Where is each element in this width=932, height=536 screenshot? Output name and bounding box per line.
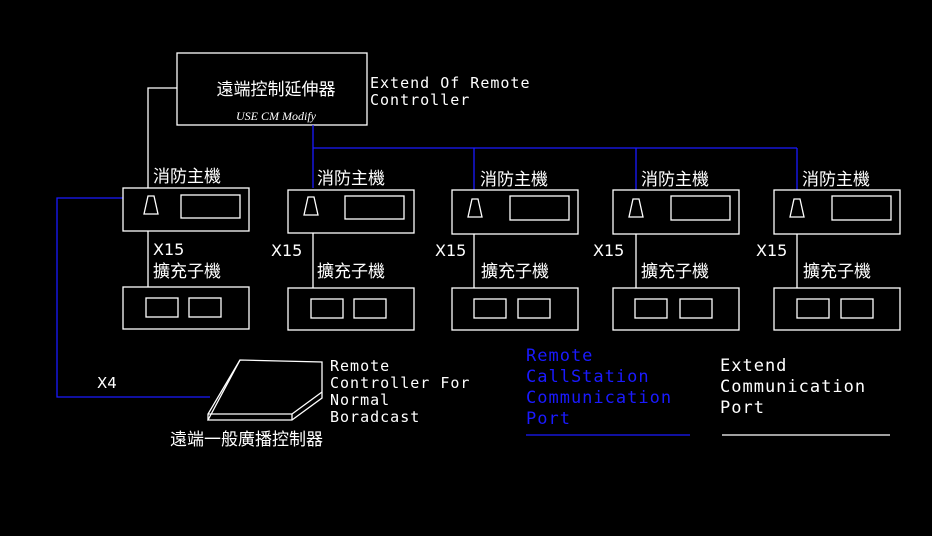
mic-icon (143, 195, 159, 215)
remote-callstation-link (56, 197, 210, 398)
main-label: 消防主機 (802, 170, 870, 190)
remote-controller (206, 359, 323, 421)
legend-white-line-3: Port (720, 398, 765, 418)
main-label: 消防主機 (153, 167, 221, 187)
legend-blue: Remote CallStation Communication Port (526, 346, 690, 436)
expansion-label: 擴充子機 (641, 262, 709, 282)
remote-label: 遠端一般廣播控制器 (170, 430, 323, 450)
remote-caption-3: Normal (330, 391, 390, 409)
mic-icon (303, 196, 319, 216)
expansion-label: 擴充子機 (317, 262, 385, 282)
fire-main-panel (773, 189, 901, 235)
main-label: 消防主機 (317, 169, 385, 189)
multiplier: X15 (153, 240, 184, 259)
expansion-unit (773, 287, 901, 331)
remote-multiplier: X4 (97, 374, 117, 392)
mic-icon (467, 198, 483, 218)
column-3: 消防主機 X15 擴充子機 (435, 170, 579, 331)
main-label: 消防主機 (641, 170, 709, 190)
fire-main-panel (122, 187, 250, 232)
remote-caption-4: Boradcast (330, 408, 420, 426)
multiplier: X15 (756, 241, 787, 260)
expansion-unit (451, 287, 579, 331)
callstation-bus (312, 125, 798, 190)
fire-main-panel (612, 189, 740, 235)
legend-blue-line-2: CallStation (526, 367, 650, 387)
main-label: 消防主機 (480, 170, 548, 190)
extend-port-link-1 (147, 87, 177, 188)
multiplier: X15 (593, 241, 624, 260)
expansion-label: 擴充子機 (481, 262, 549, 282)
expansion-unit (612, 287, 740, 331)
mic-icon (789, 198, 805, 218)
legend-white-line-2: Communication (720, 377, 866, 397)
legend-white: Extend Communication Port (720, 356, 890, 436)
extender-caption-2: Controller (370, 91, 470, 109)
expansion-label: 擴充子機 (153, 262, 221, 282)
column-5: 消防主機 X15 擴充子機 (756, 170, 901, 331)
column-2: 消防主機 X15 擴充子機 (271, 169, 415, 331)
column-1: 消防主機 X15 擴充子機 (122, 167, 250, 330)
column-4: 消防主機 X15 擴充子機 (593, 170, 740, 331)
remote-caption-1: Remote (330, 357, 390, 375)
fire-main-panel (287, 189, 415, 234)
legend-blue-line-3: Communication (526, 388, 672, 408)
multiplier: X15 (271, 241, 302, 260)
extender-caption-1: Extend Of Remote (370, 74, 531, 92)
expansion-unit (122, 286, 250, 330)
expansion-unit (287, 287, 415, 331)
legend-blue-line-4: Port (526, 409, 571, 429)
mic-icon (628, 198, 644, 218)
expansion-label: 擴充子機 (803, 262, 871, 282)
extender-note: USE CM Modify (236, 109, 317, 123)
extender-node: 遠端控制延伸器 USE CM Modify (176, 52, 368, 126)
legend-white-line-1: Extend (720, 356, 787, 376)
legend-blue-line-1: Remote (526, 346, 593, 366)
extender-title: 遠端控制延伸器 (217, 80, 336, 100)
remote-caption-2: Controller For (330, 374, 470, 392)
fire-main-panel (451, 189, 579, 235)
multiplier: X15 (435, 241, 466, 260)
